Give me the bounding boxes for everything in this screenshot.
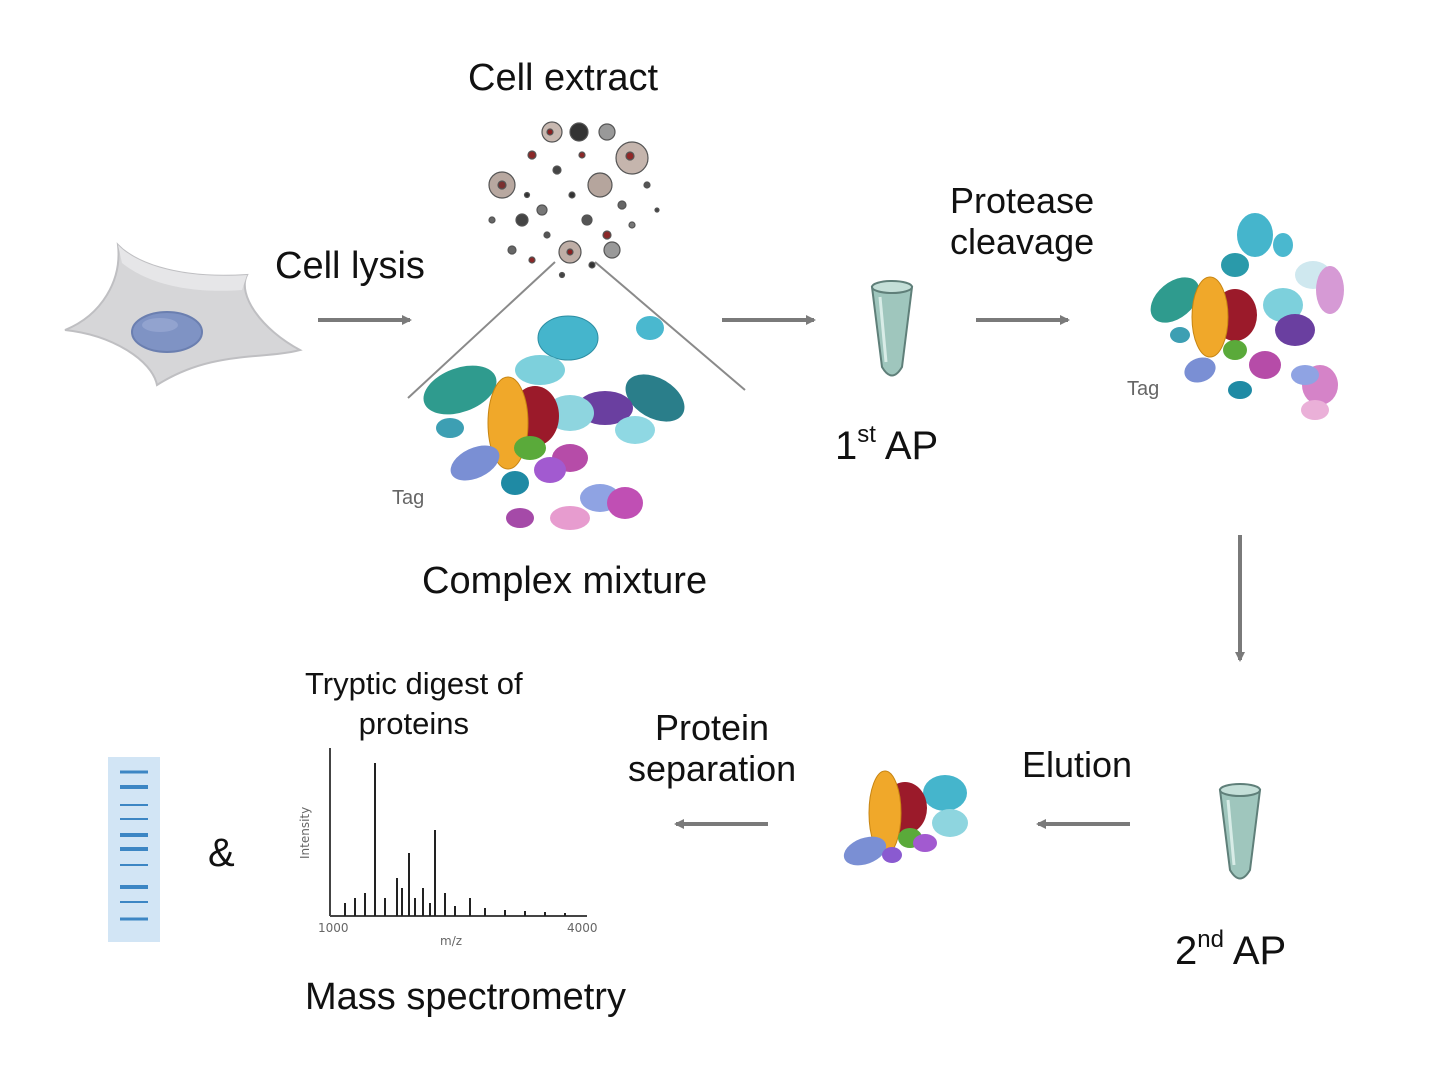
first-ap-number: 1	[835, 424, 858, 468]
spectrum-ylabel: Intensity	[298, 806, 313, 860]
cell-illustration	[64, 242, 303, 387]
spectrum-x-max-label: 4000	[567, 921, 598, 935]
spectrum-x-min-label: 1000	[318, 921, 349, 935]
second-ap-number: 2	[1175, 929, 1198, 973]
protease-cleavage-label: Protease cleavage	[950, 180, 1094, 263]
mass-spectrometry-label: Mass spectrometry	[305, 976, 626, 1018]
tube-first-ap	[870, 280, 914, 377]
complex-mixture-label: Complex mixture	[422, 560, 708, 602]
funnel-right-line	[594, 261, 746, 391]
spectrum-peaks	[344, 763, 566, 916]
spectrum-xlabel: m/z	[440, 934, 463, 948]
protein-separation-line2: separation	[628, 748, 797, 790]
tag-label-mixture: Tag	[392, 487, 425, 509]
eluted-complex-illustration	[843, 770, 968, 866]
complex-mixture-illustration	[423, 315, 685, 530]
second-ap-label: 2nd AP	[1175, 928, 1286, 974]
second-ap-text: AP	[1223, 929, 1287, 973]
second-ap-superscript: nd	[1197, 926, 1224, 954]
first-ap-superscript: st	[857, 421, 876, 449]
gel-lane	[108, 757, 160, 942]
nucleus	[131, 311, 203, 353]
protein-separation-line1: Protein	[655, 707, 770, 748]
cell-extract-particles	[488, 121, 660, 279]
first-ap-text: AP	[875, 424, 939, 468]
tag-label-cleaved: Tag	[1127, 378, 1160, 400]
cleaved-complex-illustration	[1150, 213, 1344, 420]
protein-separation-label: Protein separation	[628, 707, 796, 790]
mass-spectrum	[329, 748, 587, 917]
cell-lysis-label: Cell lysis	[275, 245, 425, 287]
elution-label: Elution	[1022, 744, 1133, 785]
cell-extract-label: Cell extract	[468, 57, 659, 99]
tube-second-ap	[1218, 783, 1262, 880]
first-ap-label: 1st AP	[835, 423, 938, 469]
tryptic-digest-line2: proteins	[358, 706, 469, 742]
protease-cleavage-line2: cleavage	[950, 221, 1095, 263]
protease-cleavage-line1: Protease	[950, 180, 1095, 221]
funnel-left-line	[407, 261, 556, 399]
tryptic-digest-line1: Tryptic digest of	[305, 666, 523, 701]
tryptic-digest-label: Tryptic digest of proteins	[305, 664, 523, 745]
ampersand-label: &	[208, 831, 235, 875]
